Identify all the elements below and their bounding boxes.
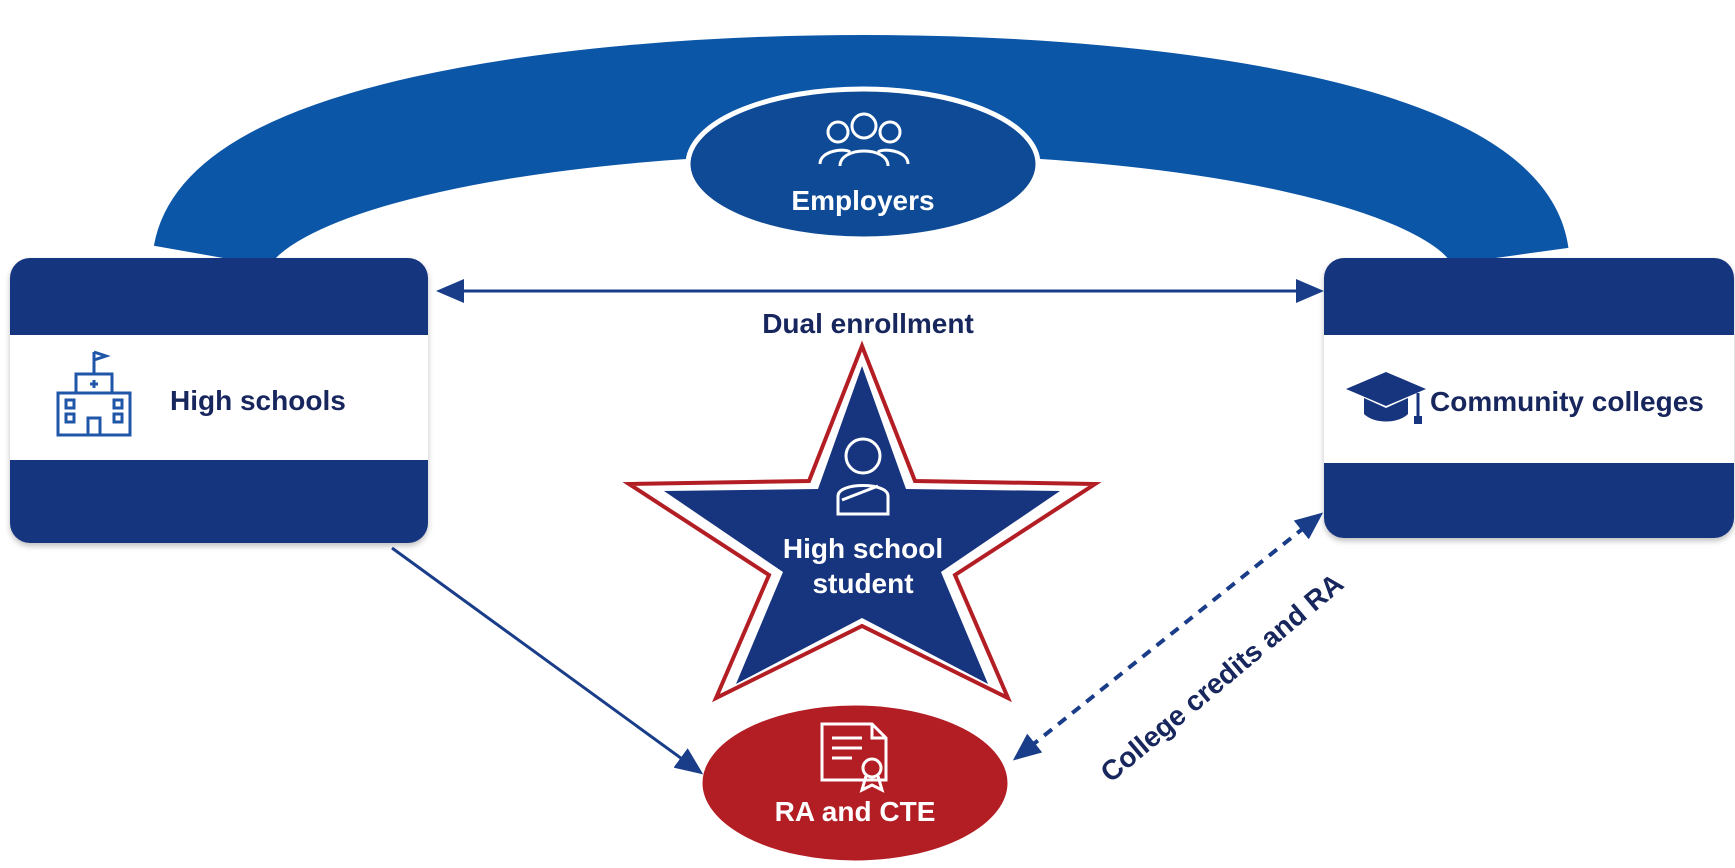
student-icon (836, 437, 890, 516)
student-label-line2: student (812, 568, 913, 599)
employers-node: Employers (685, 86, 1041, 242)
community-colleges-node (1324, 258, 1734, 538)
certificate-icon (820, 722, 888, 793)
high-schools-label: High schools (170, 385, 346, 416)
school-building-icon (56, 350, 132, 437)
student-label-line1: High school (783, 533, 943, 564)
graduation-cap-icon (1346, 372, 1426, 424)
ra-cte-label: RA and CTE (775, 796, 936, 827)
employers-label: Employers (791, 185, 934, 216)
community-colleges-label: Community colleges (1430, 386, 1704, 417)
dual-enrollment-label: Dual enrollment (762, 308, 974, 339)
college-credits-arrow (1012, 512, 1324, 761)
people-group-icon (818, 112, 910, 167)
high-schools-to-ra-arrow (391, 546, 704, 775)
high-schools-node (10, 258, 428, 543)
student-star (622, 340, 1102, 703)
college-credits-label: College credits and RA (1095, 567, 1350, 788)
ra-cte-node (697, 700, 1013, 866)
